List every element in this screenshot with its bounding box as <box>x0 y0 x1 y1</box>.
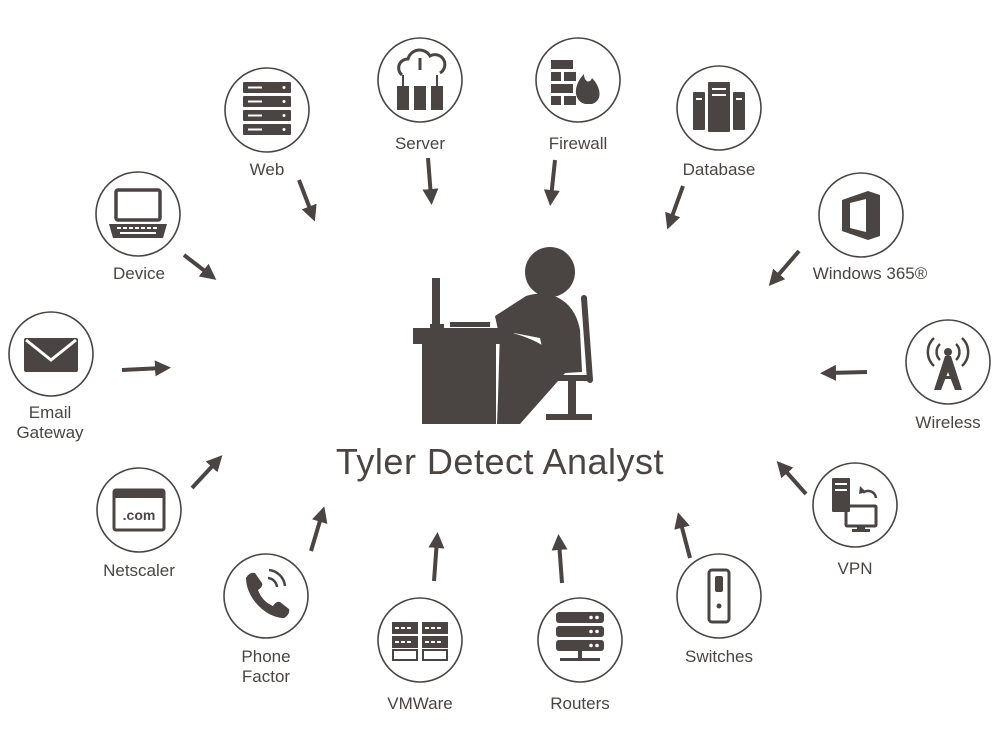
node-vmware: VMWare <box>377 532 463 713</box>
node-vpn: VPN <box>776 461 898 578</box>
node-routers: Routers <box>537 534 623 713</box>
netscaler-arrow <box>190 455 223 490</box>
email-label-line2: Gateway <box>16 423 84 442</box>
switch-icon <box>707 568 731 624</box>
phone-label-line1: Phone <box>241 647 290 666</box>
envelope-icon <box>24 338 78 372</box>
email-arrow <box>121 360 171 377</box>
router-icon <box>556 612 604 661</box>
web-label: Web <box>250 160 285 179</box>
node-web: Web <box>224 67 317 222</box>
vmware-icon-ring <box>377 597 463 683</box>
vpn-arrow <box>776 461 808 496</box>
windows365-label: Windows 365® <box>813 264 928 283</box>
database-label: Database <box>683 160 756 179</box>
phone-label-line2: Factor <box>242 667 291 686</box>
antenna-icon <box>926 337 970 390</box>
node-wireless: Wireless <box>820 319 991 432</box>
server-rack-icon <box>243 82 291 135</box>
device-icon-ring <box>95 171 181 257</box>
node-server: Server <box>377 37 463 205</box>
device-label: Device <box>113 264 165 283</box>
switches-icon-ring <box>676 553 762 639</box>
wireless-label: Wireless <box>915 413 980 432</box>
switches-arrow <box>674 512 692 559</box>
node-database: Database <box>665 65 762 230</box>
vpn-label: VPN <box>838 559 873 578</box>
database-arrow <box>665 185 685 230</box>
device-arrow <box>182 253 217 280</box>
switches-label: Switches <box>685 647 753 666</box>
routers-label: Routers <box>550 694 610 713</box>
web-arrow <box>297 179 317 222</box>
firewall-icon <box>551 60 600 105</box>
phone-icon-ring <box>223 553 309 639</box>
firewall-icon-ring <box>535 37 621 123</box>
node-netscaler: .com Netscaler <box>96 455 223 580</box>
vmware-label: VMWare <box>387 694 453 713</box>
office-icon <box>842 191 880 240</box>
analyst-figure-icon <box>413 247 593 424</box>
node-phone-factor: Phone Factor <box>223 506 328 686</box>
routers-arrow <box>551 534 568 584</box>
firewall-label: Firewall <box>549 134 608 153</box>
node-email-gateway: Email Gateway <box>8 311 171 442</box>
node-windows365: Windows 365® <box>768 172 928 287</box>
server-arrow <box>422 157 439 205</box>
vmware-arrow <box>428 532 445 582</box>
node-switches: Switches <box>674 512 762 666</box>
node-device: Device <box>95 171 217 283</box>
node-firewall: Firewall <box>535 37 621 206</box>
browser-icon: .com <box>112 488 166 532</box>
firewall-arrow <box>543 159 560 206</box>
vm-icon <box>392 622 448 661</box>
cloud-server-icon <box>397 48 447 110</box>
email-label-line1: Email <box>29 403 72 422</box>
wireless-arrow <box>820 364 868 381</box>
server-label: Server <box>395 134 445 153</box>
database-icon <box>693 82 745 132</box>
com-text: .com <box>123 507 156 523</box>
diagram-title: Tyler Detect Analyst <box>336 441 664 482</box>
windows365-arrow <box>768 249 801 287</box>
phone-icon <box>246 568 290 618</box>
vpn-icon <box>832 478 878 532</box>
netscaler-label: Netscaler <box>103 561 175 580</box>
phone-arrow <box>309 506 328 552</box>
laptop-icon <box>109 188 167 238</box>
